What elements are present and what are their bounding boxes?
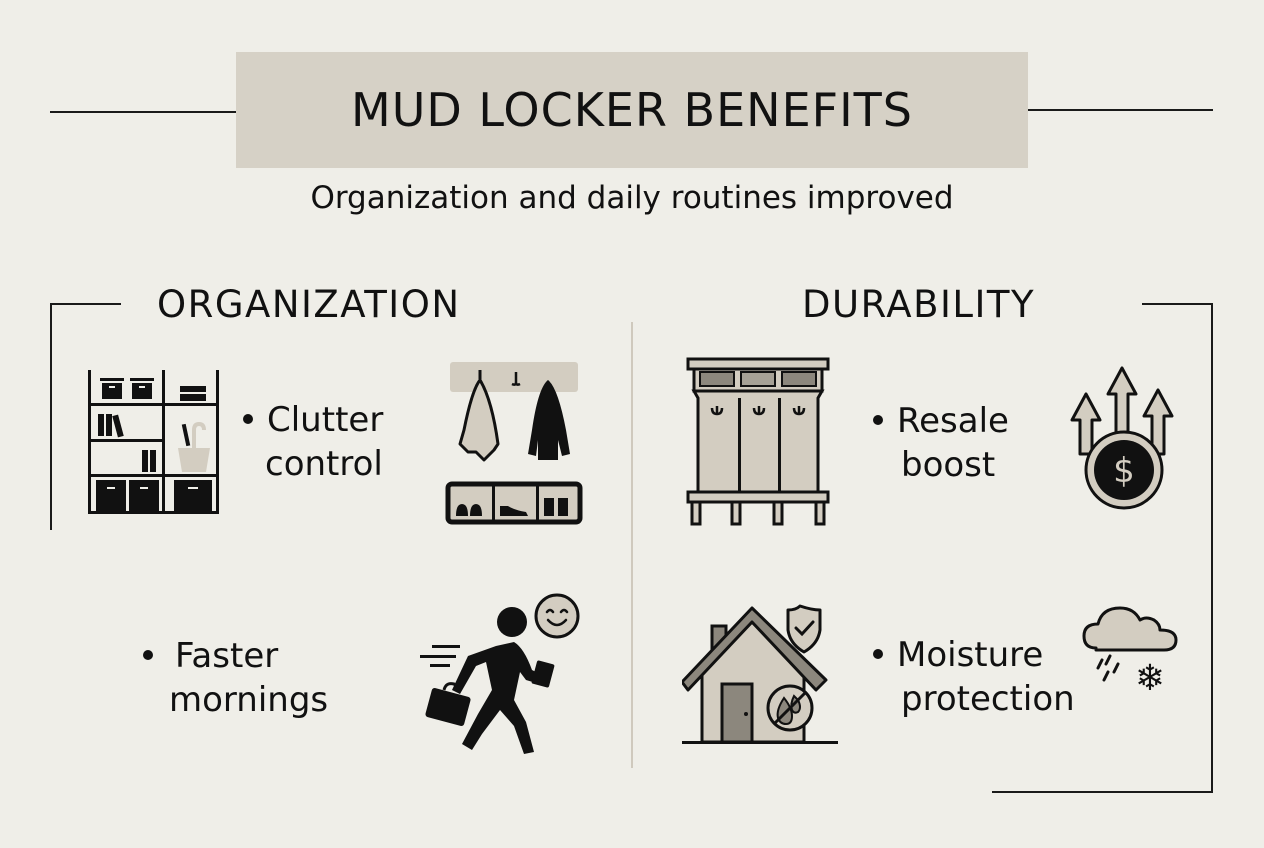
- bullet-dot: [143, 649, 153, 660]
- left-frame-top: [50, 303, 121, 305]
- right-frame-top: [1142, 303, 1213, 305]
- running-person-briefcase-icon: [416, 592, 586, 760]
- house-shield-water-drop-icon: [682, 602, 842, 746]
- page-title: MUD LOCKER BENEFITS: [351, 83, 913, 137]
- title-rule-left: [50, 111, 236, 113]
- svg-text:❄: ❄: [1135, 658, 1165, 694]
- svg-text:$: $: [1113, 451, 1135, 491]
- bullet-dot: [873, 414, 883, 425]
- bullet-moisture-protection: Moisture protection: [873, 633, 1075, 721]
- shelving-unit-icon: [86, 368, 222, 516]
- dollar-coin-arrows-up-icon: $: [1064, 364, 1180, 510]
- section-title-organization: ORGANIZATION: [157, 283, 461, 326]
- coat-hooks-shoe-cubby-icon: [444, 360, 584, 526]
- section-title-durability: DURABILITY: [802, 283, 1036, 326]
- bullet-resale-boost: Resale boost: [873, 399, 1009, 487]
- bullet-dot: [873, 648, 883, 659]
- bullet-dot: [243, 413, 253, 424]
- right-frame-side: [1211, 303, 1213, 793]
- cloud-rain-snow-icon: ❄: [1082, 604, 1180, 694]
- left-frame-side: [50, 303, 52, 530]
- bullet-faster-mornings: Faster mornings: [143, 634, 328, 722]
- title-rule-right: [1028, 109, 1213, 111]
- right-frame-bottom: [992, 791, 1213, 793]
- title-banner: MUD LOCKER BENEFITS: [236, 52, 1028, 168]
- bullet-clutter-control: Clutter control: [243, 398, 383, 486]
- page-subtitle: Organization and daily routines improved: [310, 180, 954, 216]
- mud-locker-bench-icon: [684, 356, 832, 528]
- section-divider: [631, 322, 633, 768]
- smiley-face-icon: [533, 592, 581, 640]
